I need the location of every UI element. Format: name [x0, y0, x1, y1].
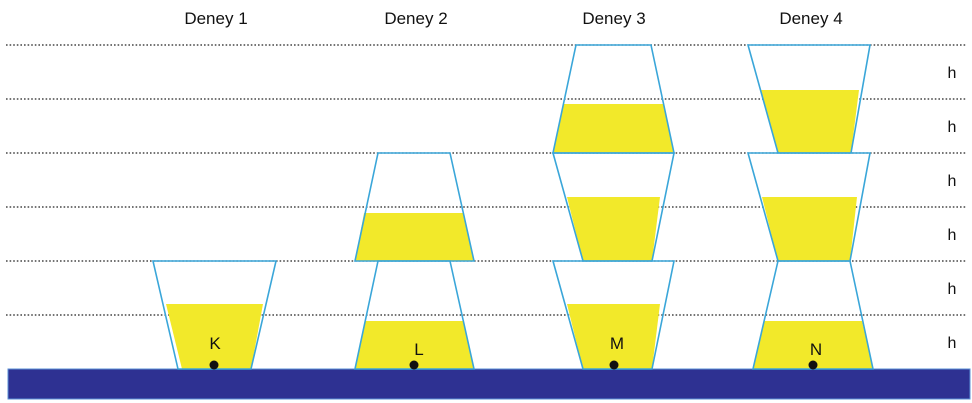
liquid [762, 197, 857, 261]
liquid [166, 304, 263, 369]
container [151, 260, 278, 370]
container [552, 44, 675, 154]
experiment-3-stack [551, 44, 675, 370]
level-lines [6, 44, 966, 316]
level-labels: h h h h h h [948, 65, 957, 352]
measurement-points: K L M N [209, 334, 822, 370]
experiment-title-2: Deney 2 [384, 9, 447, 28]
container [551, 152, 675, 262]
level-label: h [948, 281, 957, 298]
liquid [760, 90, 859, 153]
experiment-title-4: Deney 4 [779, 9, 842, 28]
container [551, 260, 675, 370]
experiment-1-stack [151, 260, 278, 370]
ground-surface [7, 368, 971, 400]
point-label-m: M [610, 334, 624, 353]
experiment-title-1: Deney 1 [184, 9, 247, 28]
point-marker-n [808, 360, 818, 370]
container [354, 152, 475, 262]
container-outline [354, 260, 475, 370]
container [746, 152, 871, 262]
experiment-title-3: Deney 3 [582, 9, 645, 28]
liquid [753, 321, 873, 369]
container-outline [354, 152, 475, 262]
point-marker-k [209, 360, 219, 370]
container [746, 44, 871, 154]
level-label: h [948, 173, 957, 190]
container-outline [751, 260, 874, 370]
experiment-4-stack [746, 44, 874, 370]
point-marker-l [409, 360, 419, 370]
point-label-l: L [414, 340, 423, 359]
liquid [567, 197, 660, 261]
level-label: h [948, 119, 957, 136]
container-outline [551, 260, 675, 370]
liquid [355, 213, 474, 261]
experiment-titles: Deney 1 Deney 2 Deney 3 Deney 4 [184, 9, 842, 28]
liquid [567, 304, 660, 369]
level-label: h [948, 335, 957, 352]
point-marker-m [609, 360, 619, 370]
level-label: h [948, 227, 957, 244]
point-label-k: K [209, 334, 221, 353]
experiment-2-stack [354, 152, 475, 370]
liquid [355, 321, 474, 369]
container [751, 260, 874, 370]
container [354, 260, 475, 370]
container-outline [151, 260, 278, 370]
liquid [553, 104, 674, 153]
level-label: h [948, 65, 957, 82]
point-label-n: N [810, 340, 822, 359]
